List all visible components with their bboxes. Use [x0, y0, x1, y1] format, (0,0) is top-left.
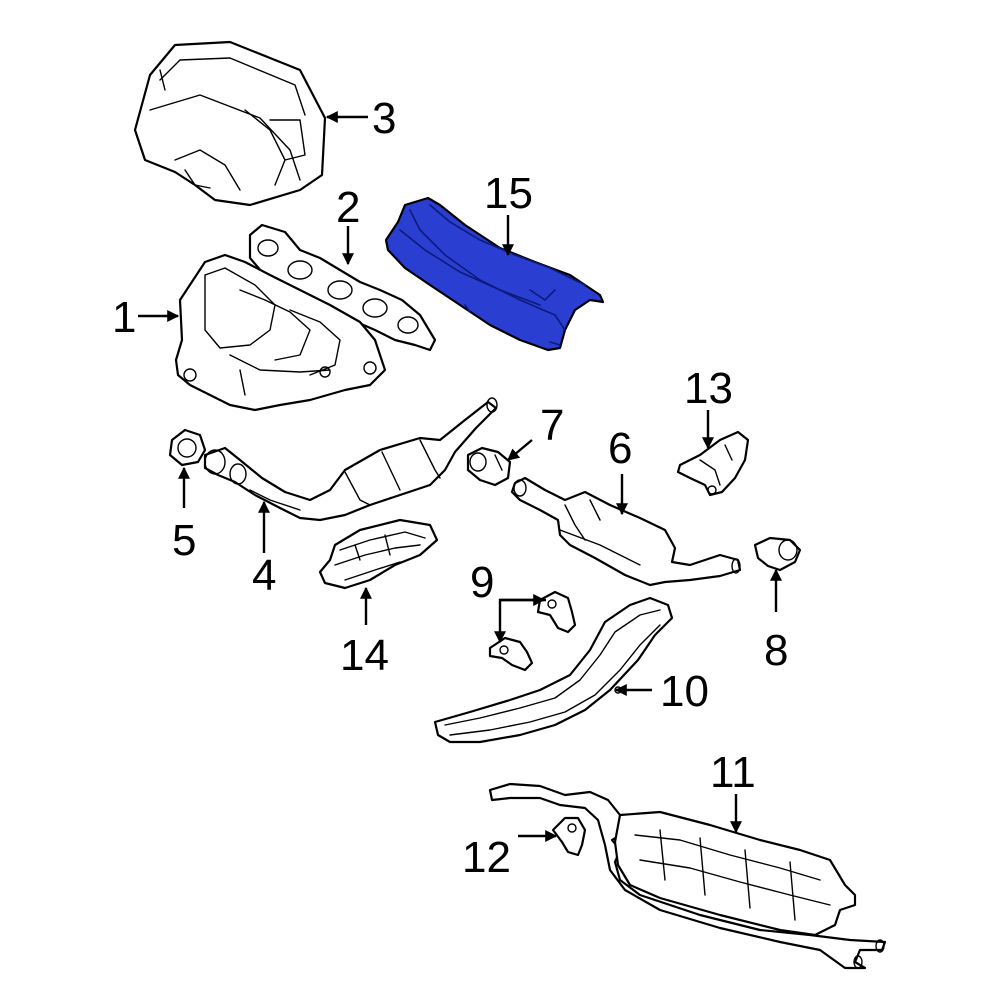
callout-12: 12 — [462, 833, 511, 882]
callout-13: 13 — [684, 364, 733, 413]
callout-14: 14 — [340, 631, 389, 680]
part-15-heat-shield-highlighted[interactable] — [384, 196, 605, 352]
part-7-pipe-clamp[interactable] — [466, 446, 512, 487]
part-14-converter-heat-shield[interactable] — [318, 518, 439, 590]
callout-11: 11 — [710, 748, 756, 797]
callout-4: 4 — [252, 551, 276, 600]
leader-lines — [138, 111, 782, 842]
callout-9: 9 — [470, 558, 494, 607]
part-10-underbody-heat-shield[interactable] — [433, 596, 674, 744]
part-5-flange-gasket[interactable] — [168, 428, 207, 467]
callout-2: 2 — [336, 183, 360, 232]
part-1-exhaust-manifold[interactable] — [174, 253, 387, 412]
callout-1: 1 — [112, 293, 136, 342]
part-3-manifold-heat-shield[interactable] — [133, 40, 327, 207]
leader-7 — [507, 439, 533, 461]
callout-15: 15 — [484, 169, 533, 218]
part-9-hangers[interactable] — [488, 590, 577, 672]
part-11-rear-muffler[interactable] — [488, 782, 887, 970]
callout-numbers: 1 2 3 4 5 6 7 8 9 10 11 12 13 14 15 — [112, 94, 788, 882]
part-12-hanger[interactable] — [551, 816, 587, 857]
callout-3: 3 — [372, 94, 396, 143]
callout-10: 10 — [660, 667, 709, 716]
part-4-front-pipe-catalytic-converter[interactable] — [203, 397, 498, 522]
part-6-center-muffler[interactable] — [510, 476, 742, 587]
part-8-clamp[interactable] — [753, 536, 802, 572]
callout-5: 5 — [172, 516, 196, 565]
callout-6: 6 — [608, 424, 632, 473]
callout-7: 7 — [540, 401, 564, 450]
part-13-hanger-bracket[interactable] — [676, 430, 750, 497]
callout-8: 8 — [764, 626, 788, 675]
